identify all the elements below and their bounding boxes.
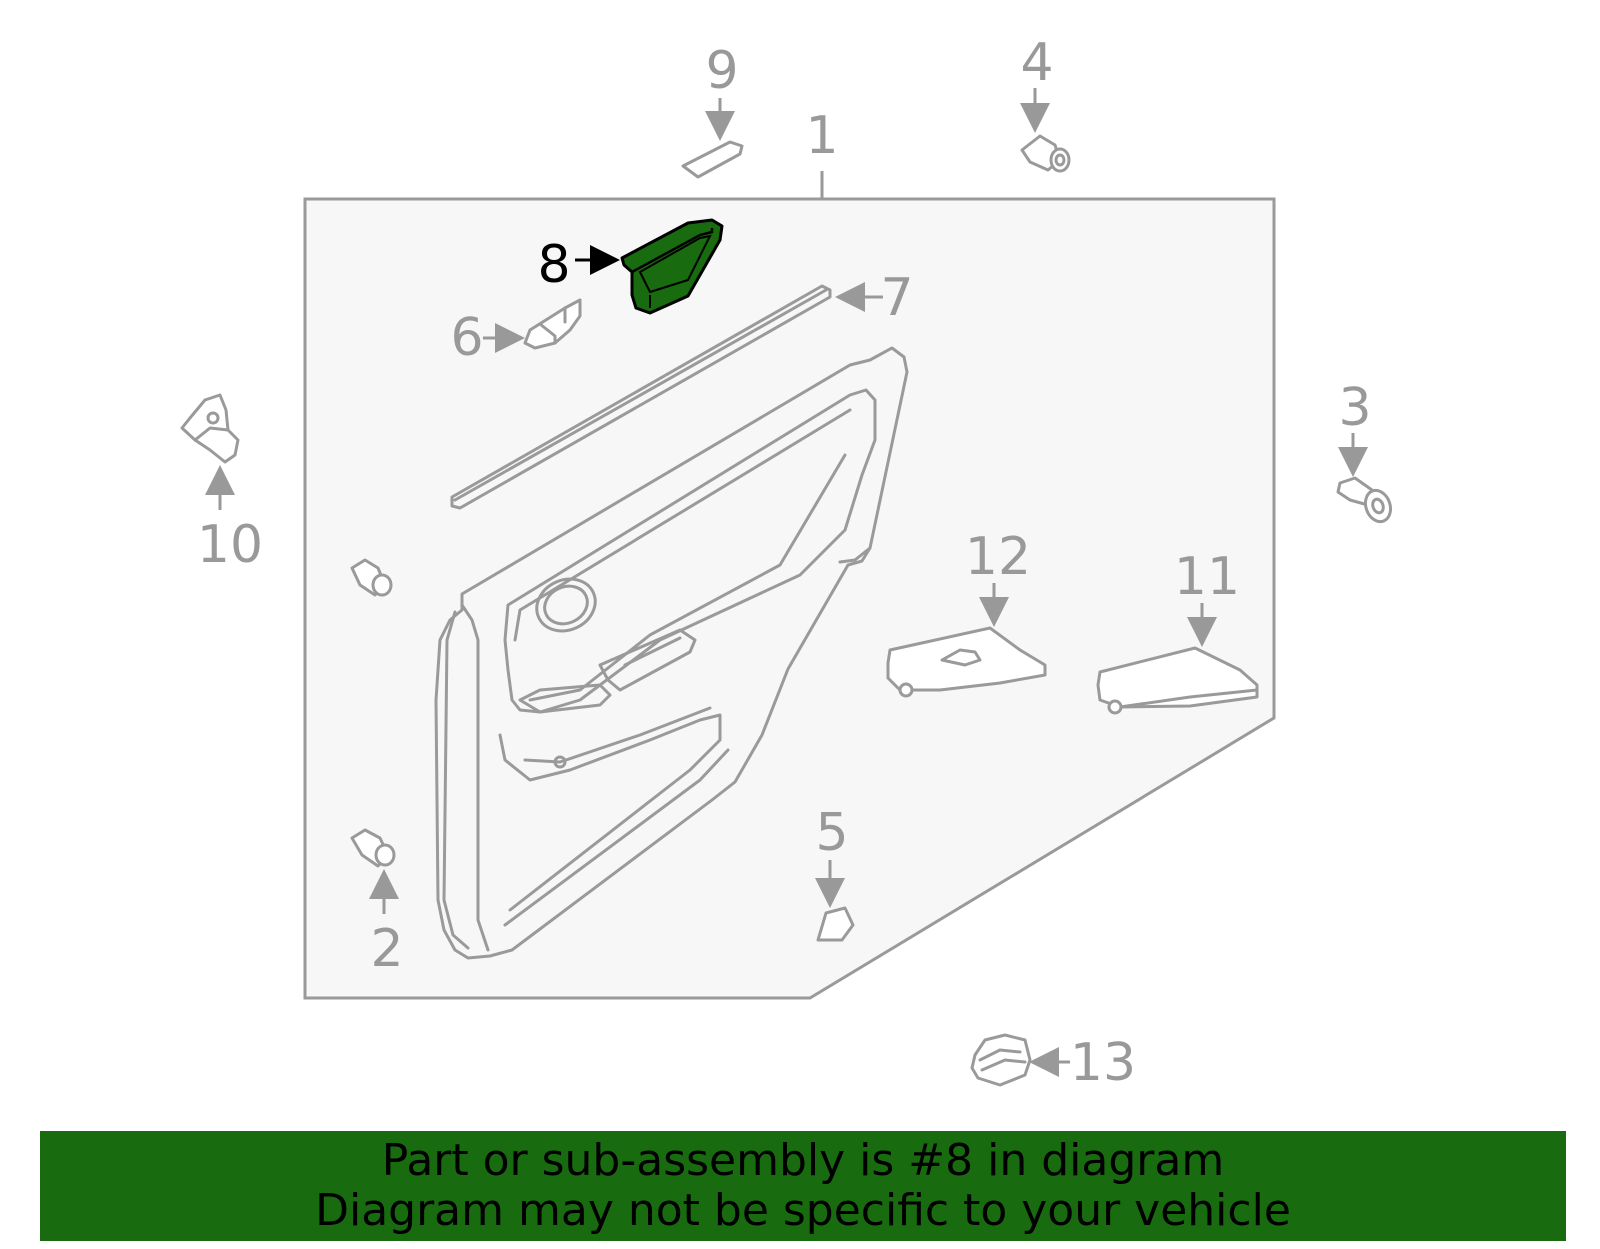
part-13-fastener [970, 1033, 1032, 1087]
banner-line-1: Part or sub-assembly is #8 in diagram [381, 1135, 1225, 1186]
part-5-clip [816, 906, 855, 942]
callout-5: 5 [815, 803, 848, 863]
part-4-clip [1020, 134, 1071, 173]
part-7-weatherstrip [450, 284, 832, 510]
callout-13: 13 [1070, 1033, 1136, 1093]
assembly-panel [303, 197, 1276, 1000]
callout-11: 11 [1174, 547, 1240, 607]
callout-10: 10 [197, 515, 263, 575]
part-9-pad [681, 140, 744, 179]
callout-6: 6 [450, 308, 483, 368]
disclaimer-banner: Part or sub-assembly is #8 in diagram Di… [40, 1131, 1566, 1241]
banner-line-2: Diagram may not be specific to your vehi… [315, 1185, 1291, 1236]
part-11-bezel [1096, 646, 1259, 715]
callout-8: 8 [537, 235, 570, 295]
callout-12: 12 [965, 527, 1031, 587]
callout-3: 3 [1338, 378, 1371, 438]
panel-clip [350, 558, 393, 597]
callout-9: 9 [705, 41, 738, 101]
door-trim-panel [434, 346, 909, 960]
part-12-bezel [886, 626, 1047, 698]
part-6-bracket [523, 298, 582, 350]
part-10-bracket [180, 393, 240, 464]
callout-1: 1 [805, 106, 838, 166]
callout-7: 7 [880, 268, 913, 328]
part-3-screw [1336, 476, 1393, 524]
callout-2: 2 [370, 919, 403, 979]
part-2-clip [350, 828, 396, 868]
callout-4: 4 [1020, 33, 1053, 93]
part-8-highlighted [620, 218, 724, 315]
